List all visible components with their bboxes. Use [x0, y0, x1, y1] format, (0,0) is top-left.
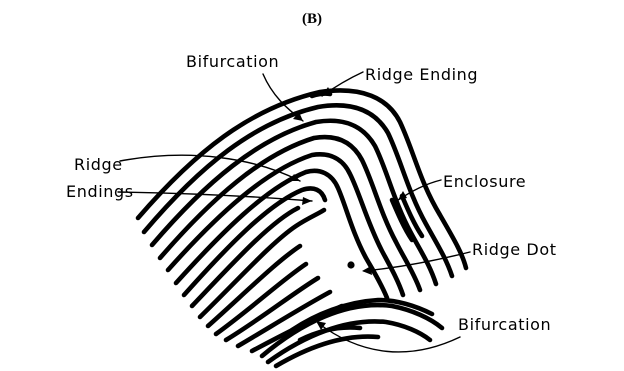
- fingerprint-ridges: [138, 90, 466, 366]
- ridge-field-1: [216, 264, 306, 334]
- leader-ridge-dot: [364, 252, 470, 271]
- label-ridge-endings-line1: Ridge: [74, 155, 123, 174]
- ridge-bottom-3: [276, 337, 378, 366]
- label-enclosure: Enclosure: [443, 172, 526, 191]
- label-bifurcation-top: Bifurcation: [186, 52, 279, 71]
- label-ridge-ending: Ridge Ending: [365, 65, 478, 84]
- ridge-enclosure-a: [392, 200, 412, 240]
- ridge-inner-5: [208, 246, 300, 326]
- label-bifurcation-bottom: Bifurcation: [458, 315, 551, 334]
- label-ridge-dot: Ridge Dot: [472, 240, 557, 259]
- label-ridge-endings-line2: Endings: [66, 182, 134, 201]
- panel-label: (B): [302, 11, 322, 27]
- ridge-dot-mark: [347, 261, 354, 268]
- leader-ridge-endings-upper: [120, 155, 300, 181]
